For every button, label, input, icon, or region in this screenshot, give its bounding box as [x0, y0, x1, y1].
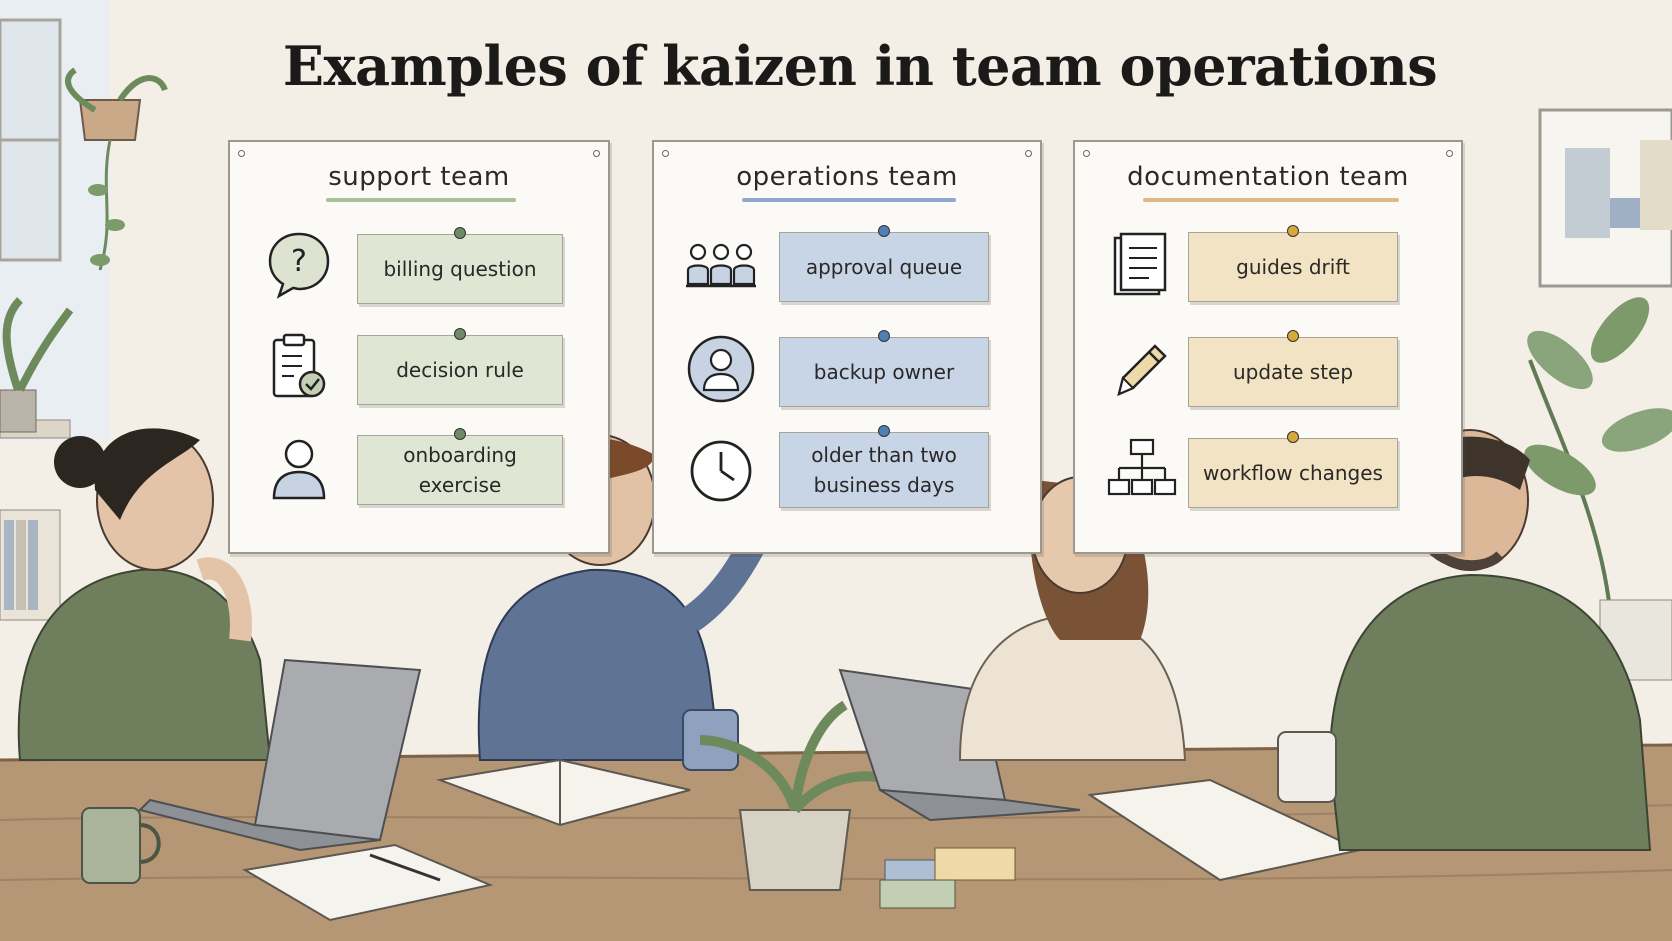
board-title: documentation team [1127, 162, 1409, 192]
wall-art [1538, 108, 1672, 288]
question-bubble-icon: ? [268, 232, 330, 299]
pencil-icon [1117, 344, 1167, 397]
flowchart-icon [1107, 438, 1177, 496]
sticky-pad-green [879, 879, 956, 909]
note-text: workflow changes [1203, 461, 1383, 485]
note-text: guides drift [1236, 255, 1350, 279]
board-operations-team: operations team approval queue backup ow… [652, 140, 1042, 554]
clipboard-check-icon [272, 333, 326, 398]
note-text: older than two business days [811, 443, 957, 497]
note-text: approval queue [805, 255, 963, 279]
person-circle-icon [687, 335, 755, 403]
board-corner-pin [1083, 150, 1090, 157]
note-guides-drift: guides drift [1188, 225, 1398, 302]
board-corner-pin [593, 150, 600, 157]
hanging-plant [64, 67, 168, 271]
board-support-team: support team ? billing question decision… [228, 140, 610, 554]
page-title: Examples of kaizen in team operations [282, 34, 1438, 98]
bookshelf [0, 509, 61, 621]
laptop-left [138, 658, 422, 852]
note-text: backup owner [813, 360, 955, 384]
board-underline [326, 198, 516, 202]
board-title: operations team [736, 162, 958, 192]
clock-icon [690, 440, 752, 502]
note-workflow-changes: workflow changes [1188, 431, 1398, 508]
note-older-than-two-business-days: older than two business days [779, 425, 989, 508]
svg-text:?: ? [291, 244, 307, 279]
note-decision-rule: decision rule [357, 328, 563, 405]
note-text: billing question [383, 257, 537, 281]
board-corner-pin [1446, 150, 1453, 157]
mug-left [81, 807, 161, 884]
note-text: onboarding exercise [403, 443, 517, 497]
tack [878, 225, 890, 237]
tack [878, 330, 890, 342]
tack [454, 227, 466, 239]
note-billing-question: billing question [357, 227, 563, 304]
board-underline [742, 198, 956, 202]
note-update-step: update step [1188, 330, 1398, 407]
tack [454, 428, 466, 440]
note-text: update step [1232, 360, 1354, 384]
document-icon [1113, 232, 1167, 296]
open-book [436, 758, 691, 827]
tack [1287, 330, 1299, 342]
tack [1287, 225, 1299, 237]
tack [878, 425, 890, 437]
mug-right [1277, 731, 1337, 803]
board-corner-pin [1025, 150, 1032, 157]
note-text: decision rule [396, 358, 524, 382]
laptop-right [838, 668, 1081, 822]
note-backup-owner: backup owner [779, 330, 989, 407]
people-queue-icon [686, 243, 756, 288]
board-title: support team [328, 162, 510, 192]
notebook-front [242, 843, 494, 922]
board-underline [1143, 198, 1399, 202]
note-approval-queue: approval queue [779, 225, 989, 302]
person-icon [272, 439, 326, 500]
board-corner-pin [238, 150, 245, 157]
board-corner-pin [662, 150, 669, 157]
tack [1287, 431, 1299, 443]
shelf-plant [0, 297, 74, 433]
floor-plant [1524, 297, 1672, 681]
person-left [17, 428, 272, 761]
table-plant [699, 700, 892, 891]
board-documentation-team: documentation team guides drift update s… [1073, 140, 1463, 554]
sticky-pad-yellow [934, 847, 1016, 881]
note-onboarding-exercise: onboarding exercise [357, 428, 563, 505]
tack [454, 328, 466, 340]
